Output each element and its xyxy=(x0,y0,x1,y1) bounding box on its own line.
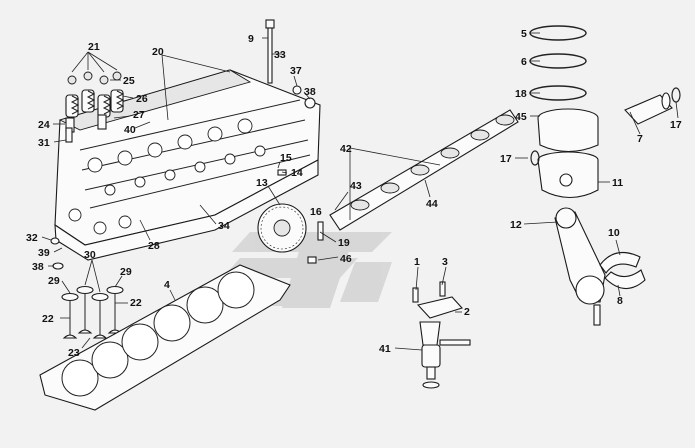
callout-33: 33 xyxy=(274,49,286,61)
callout-6: 6 xyxy=(521,56,527,68)
callout-17-right: 17 xyxy=(670,119,682,131)
callout-37: 37 xyxy=(290,65,302,77)
callout-38-top: 38 xyxy=(304,86,316,98)
callout-7: 7 xyxy=(637,133,643,145)
head-gasket xyxy=(39,264,291,411)
callout-40: 40 xyxy=(124,124,136,136)
callout-22-left: 22 xyxy=(42,313,54,325)
callout-43: 43 xyxy=(350,180,362,192)
callout-30: 30 xyxy=(84,249,96,261)
callout-25: 25 xyxy=(123,75,135,87)
leader-lines xyxy=(41,32,679,351)
callout-23: 23 xyxy=(68,347,80,359)
callout-31: 31 xyxy=(38,137,50,149)
callout-13: 13 xyxy=(256,177,268,189)
bearing-shells xyxy=(599,251,646,290)
callout-26: 26 xyxy=(136,93,148,105)
callout-labels: 21 25 26 27 24 40 31 20 9 33 37 38 15 14… xyxy=(26,28,682,359)
small-parts xyxy=(50,85,324,270)
connecting-rod xyxy=(554,207,606,326)
piston-rings xyxy=(529,25,587,101)
callout-42: 42 xyxy=(340,143,352,155)
callout-8: 8 xyxy=(617,295,623,307)
callout-15: 15 xyxy=(280,152,292,164)
callout-22-right: 22 xyxy=(130,297,142,309)
valves xyxy=(61,285,124,339)
callout-14: 14 xyxy=(291,167,303,179)
head-bolt xyxy=(265,19,275,84)
callout-34: 34 xyxy=(218,220,230,232)
piston xyxy=(537,108,599,199)
callout-27: 27 xyxy=(133,109,145,121)
camshaft xyxy=(329,109,519,231)
callout-17-left: 17 xyxy=(500,153,512,165)
callout-1: 1 xyxy=(414,256,420,268)
callout-44: 44 xyxy=(426,198,438,210)
piston-pin xyxy=(624,92,673,125)
callout-12: 12 xyxy=(510,219,522,231)
callout-4: 4 xyxy=(164,279,170,291)
callout-46: 46 xyxy=(340,253,352,265)
callout-5: 5 xyxy=(521,28,527,40)
callout-24: 24 xyxy=(38,119,50,131)
callout-28: 28 xyxy=(148,240,160,252)
injector-assembly xyxy=(412,281,471,389)
callout-10: 10 xyxy=(608,227,620,239)
callout-41: 41 xyxy=(379,343,391,355)
callout-39: 39 xyxy=(38,247,50,259)
callout-29-right: 29 xyxy=(120,266,132,278)
callout-19: 19 xyxy=(338,237,350,249)
callout-18: 18 xyxy=(515,88,527,100)
camshaft-gear xyxy=(257,203,307,253)
callout-29-left: 29 xyxy=(48,275,60,287)
callout-21: 21 xyxy=(88,41,100,53)
callout-9: 9 xyxy=(248,33,254,45)
callout-2: 2 xyxy=(464,306,470,318)
callout-20: 20 xyxy=(152,46,164,58)
valve-springs xyxy=(65,71,125,143)
callout-11: 11 xyxy=(612,177,623,189)
callout-32: 32 xyxy=(26,232,38,244)
callout-45: 45 xyxy=(515,111,527,123)
callout-16: 16 xyxy=(310,206,322,218)
callout-38-left: 38 xyxy=(32,261,44,273)
callout-3: 3 xyxy=(442,256,448,268)
